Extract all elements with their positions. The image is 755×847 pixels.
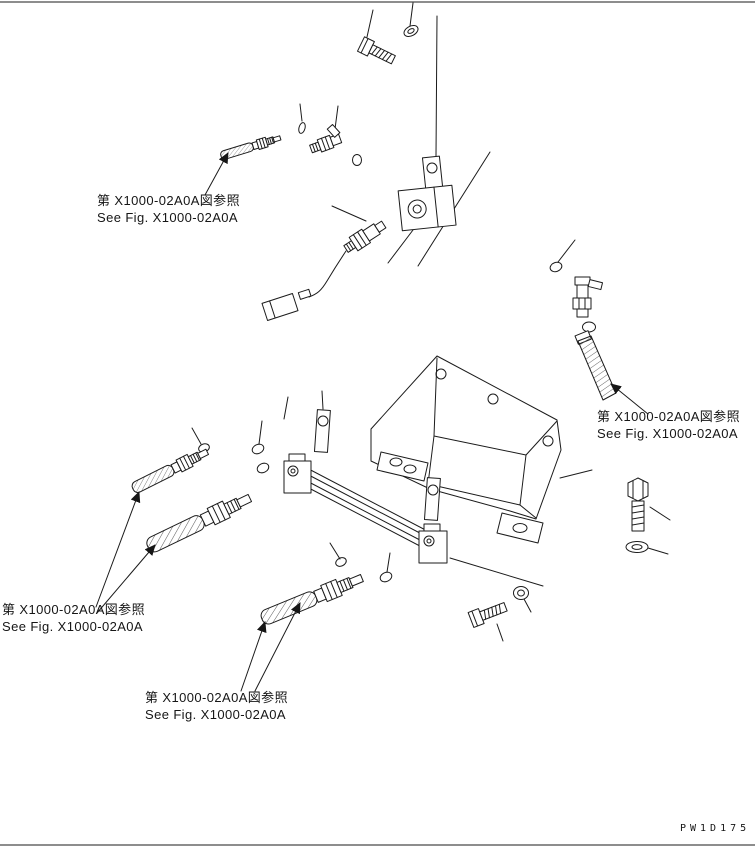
hose-assembly-bottom — [258, 569, 366, 628]
bolt-top — [357, 37, 396, 67]
bracket-foot-left — [377, 452, 428, 481]
elbow-fitting-upper — [306, 123, 344, 155]
o-ring — [583, 322, 596, 332]
ref-label-lower-left: 第 X1000-02A0A図参照 See Fig. X1000-02A0A — [2, 601, 145, 635]
washer-top — [402, 23, 420, 39]
hose-assembly-left-lower — [143, 489, 255, 556]
bracket-foot-right — [497, 513, 543, 543]
pressure-sensor — [262, 218, 388, 321]
wire-connector — [262, 293, 298, 320]
ref-label-upper-left-jp: 第 X1000-02A0A図参照 — [97, 193, 240, 208]
bolt-bottom — [468, 599, 508, 627]
manifold-block-right — [419, 478, 447, 563]
manifold-block-left — [284, 410, 330, 493]
hose-assembly-upper-left — [219, 132, 283, 162]
connecting-rods — [303, 466, 439, 556]
ref-label-upper-left-en: See Fig. X1000-02A0A — [97, 210, 238, 225]
o-ring — [298, 122, 307, 134]
elbow-fitting-right — [573, 277, 603, 317]
spade-terminal — [298, 289, 311, 299]
hose-right — [575, 331, 616, 400]
o-ring — [379, 570, 394, 583]
ref-label-lower-left-en: See Fig. X1000-02A0A — [2, 619, 143, 634]
bolt-right — [628, 478, 648, 531]
ref-label-upper-left: 第 X1000-02A0A図参照 See Fig. X1000-02A0A — [97, 192, 240, 226]
washer-right — [626, 542, 648, 553]
mounting-bracket — [371, 356, 561, 543]
ref-label-bottom-jp: 第 X1000-02A0A図参照 — [145, 690, 288, 705]
o-ring — [256, 461, 271, 474]
ref-label-right-jp: 第 X1000-02A0A図参照 — [597, 409, 740, 424]
o-ring — [353, 155, 362, 166]
reference-arrows — [96, 152, 648, 691]
ref-label-right-en: See Fig. X1000-02A0A — [597, 426, 738, 441]
ref-label-bottom-en: See Fig. X1000-02A0A — [145, 707, 286, 722]
ref-label-right: 第 X1000-02A0A図参照 See Fig. X1000-02A0A — [597, 408, 740, 442]
drawing-number: PW1D175 — [680, 823, 751, 834]
ref-label-bottom: 第 X1000-02A0A図参照 See Fig. X1000-02A0A — [145, 689, 288, 723]
ref-label-lower-left-jp: 第 X1000-02A0A図参照 — [2, 602, 145, 617]
o-ring — [251, 442, 266, 455]
o-ring — [549, 261, 563, 274]
o-ring — [334, 556, 347, 568]
washer-bottom — [514, 587, 529, 600]
valve-block — [398, 156, 456, 231]
hose-assembly-left-upper — [129, 445, 211, 496]
